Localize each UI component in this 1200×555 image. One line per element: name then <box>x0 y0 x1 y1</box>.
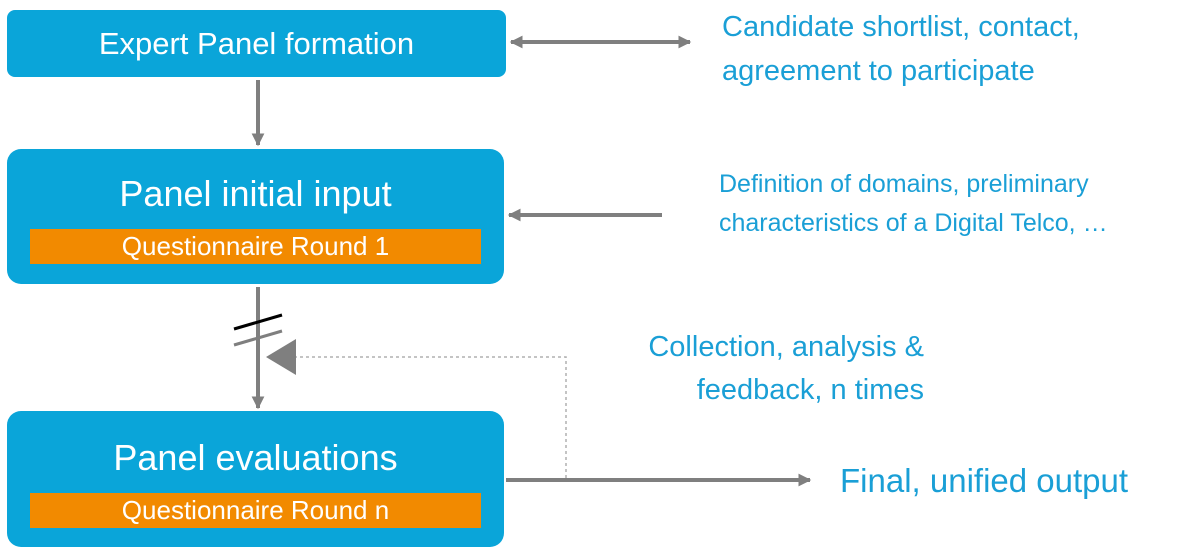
panel-initial-input-title: Panel initial input <box>119 173 392 214</box>
questionnaire-round-n-tag: Questionnaire Round n <box>30 493 481 528</box>
formation-note: Candidate shortlist, contact, agreement … <box>722 5 1080 93</box>
panel-evaluations-title: Panel evaluations <box>113 437 398 478</box>
initial-input-note-line-2: characteristics of a Digital Telco, … <box>719 209 1108 237</box>
initial-input-note: Definition of domains, preliminary chara… <box>719 165 1108 243</box>
expert-panel-formation-box: Expert Panel formation <box>7 10 506 77</box>
formation-note-line-1: Candidate shortlist, contact, <box>722 11 1080 43</box>
feedback-loop-dotted-line <box>296 356 567 478</box>
feedback-note-line-2: feedback, n times <box>696 374 924 406</box>
break-mark-bottom <box>233 329 283 347</box>
expert-panel-formation-title: Expert Panel formation <box>98 26 415 61</box>
questionnaire-round-1-tag: Questionnaire Round 1 <box>30 229 481 264</box>
feedback-loop-arrowhead <box>266 339 296 375</box>
formation-note-line-2: agreement to participate <box>722 55 1035 87</box>
final-output-note: Final, unified output <box>840 462 1129 499</box>
panel-initial-input-box: Panel initial input Questionnaire Round … <box>7 149 504 284</box>
initial-input-note-line-1: Definition of domains, preliminary <box>719 170 1089 198</box>
break-mark-top <box>233 313 283 331</box>
feedback-note-line-1: Collection, analysis & <box>648 331 924 363</box>
feedback-note: Collection, analysis & feedback, n times <box>590 326 924 412</box>
panel-evaluations-box: Panel evaluations Questionnaire Round n <box>7 411 504 547</box>
